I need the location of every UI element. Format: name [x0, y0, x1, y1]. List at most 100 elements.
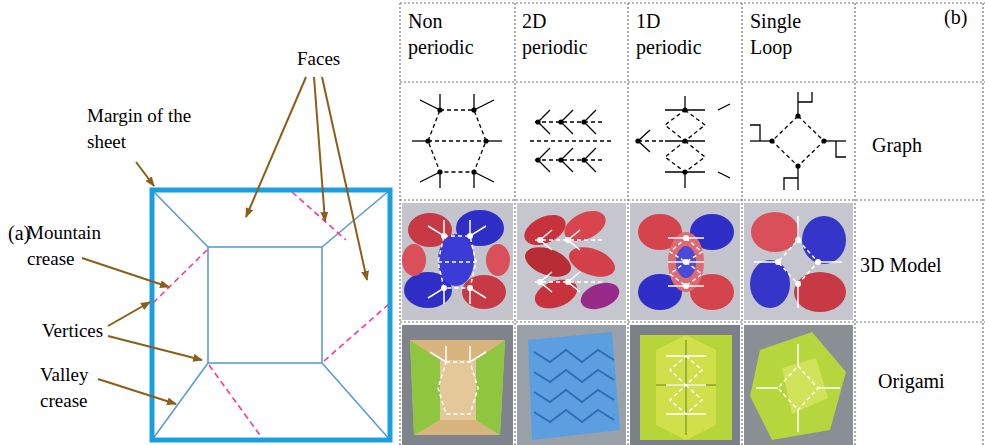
graph-drawings-part-part: [581, 119, 586, 124]
origami-photos-part: [630, 325, 740, 445]
panel-letter: (a): [8, 220, 30, 246]
origami-photos-part: [528, 332, 620, 440]
3d-model-renders-part-part: [467, 233, 473, 239]
table-grid-part: [400, 2, 985, 3]
table-grid-part: [400, 321, 985, 322]
origami-photos-part-part: [666, 384, 706, 386]
crease-sheet-part-part: [152, 190, 208, 247]
origami-photos-part-part: [818, 387, 840, 389]
3d-model-renders-part-part: [775, 259, 781, 265]
3d-model-renders-part-part: [754, 261, 778, 263]
graph-drawings-part: [425, 107, 488, 174]
3d-model-renders-part-part-part: [778, 240, 818, 284]
callout-label: Faces: [297, 46, 340, 72]
graph-drawings-part: [750, 125, 760, 141]
3d-model-renders-part: [630, 203, 740, 320]
origami-photos-part: [656, 340, 716, 435]
crease-sheet: [152, 190, 390, 440]
origami-photos-part-part: [656, 384, 716, 386]
graph-drawings-part-part: [428, 110, 486, 172]
graph-drawings-part: [824, 140, 846, 141]
row-header: Graph: [872, 132, 922, 158]
3d-model-renders-part-part: [565, 279, 571, 285]
3d-model-renders-part: [438, 234, 474, 286]
3d-model-renders-part-part-part: [438, 236, 476, 288]
graph-drawings-part-part: [682, 138, 687, 143]
graph-drawings-part-part: [535, 159, 605, 160]
3d-model-renders-part-part: [683, 283, 689, 289]
graph-drawings-part: [474, 94, 494, 110]
graph-drawings-part: [420, 94, 440, 110]
graph-drawings-part: [638, 140, 665, 141]
graph-drawings-part: [836, 141, 846, 157]
crease-sheet-part-part: [209, 365, 262, 438]
graph-drawings-part: [474, 172, 494, 188]
3d-model-renders-part-part-part: [670, 262, 702, 286]
3d-model-renders-part-part: [797, 216, 799, 240]
crease-sheet-part-part: [292, 192, 346, 240]
leader-arrows-part: [246, 77, 306, 217]
column-header: 1D periodic: [636, 8, 712, 60]
3d-model-renders-part: [565, 242, 619, 283]
graph-drawings-part-part: [530, 140, 612, 141]
origami-photos-part-part: [756, 387, 778, 389]
origami-photos-part: [410, 340, 440, 435]
graph-drawings-part-part: [535, 119, 540, 124]
leader-arrows-part: [136, 162, 154, 186]
graph-drawings-part-part: [821, 138, 826, 143]
origami-photos-part-part: [438, 356, 818, 414]
graph-drawings-part: [535, 119, 586, 162]
3d-model-renders-part-part: [797, 284, 799, 308]
leader-arrows-part: [98, 379, 176, 404]
graph-drawings-part-part: [471, 107, 476, 112]
panel-letter: (b): [944, 4, 967, 30]
3d-model-renders-part-part: [470, 220, 486, 236]
graph-drawings-part-part: [665, 110, 705, 141]
3d-model-renders-part: [517, 203, 626, 320]
3d-model-renders-part: [751, 212, 799, 252]
graph-drawings-part-part: [437, 107, 442, 112]
origami-photos-part-part-part: [778, 366, 818, 410]
graph-drawings-part-part: [425, 138, 430, 143]
origami-photos-part: [402, 325, 513, 445]
origami-photos: [402, 325, 853, 445]
graph-drawings-part: [665, 110, 705, 172]
3d-model-renders-part: [577, 278, 623, 314]
graph-drawings-part: [428, 110, 486, 172]
origami-photos-part: [430, 344, 840, 432]
graph-drawings-part: [797, 92, 798, 116]
3d-model-renders-part-part: [428, 220, 444, 236]
callout-label: Vertices: [42, 318, 103, 344]
graph-drawings-part: [769, 113, 826, 168]
crease-sheet-part-part: [322, 363, 390, 440]
origami-photos-part: [656, 335, 716, 440]
origami-photos-part-part: [534, 350, 614, 362]
graph-drawings-part-part: [437, 169, 442, 174]
3d-model-renders-part-part: [441, 233, 447, 239]
callout-label: Mountain crease: [27, 220, 117, 272]
3d-model-renders-part: [802, 216, 846, 264]
origami-photos-part: [410, 340, 505, 435]
origami-photos-part: [640, 335, 732, 440]
origami-photos-part-part: [430, 346, 446, 362]
graph-drawings-part: [635, 107, 687, 174]
3d-model-renders-part-part: [818, 261, 842, 263]
3d-model-renders-part: [744, 203, 853, 320]
origami-photos-part-part: [797, 410, 799, 432]
3d-model-renders-part: [531, 274, 581, 313]
3d-model-renders-part: [462, 275, 506, 309]
3d-model-renders-part-part: [470, 288, 486, 304]
3d-model-renders-part-part: [441, 285, 447, 291]
callout-label: Valley crease: [40, 362, 112, 414]
table-grid-part: [399, 3, 400, 445]
leader-arrows-part: [322, 77, 367, 280]
3d-model-renders-part: [428, 216, 842, 308]
origami-photos-part: [476, 340, 505, 435]
3d-model-renders-part-part-part: [670, 238, 702, 262]
row-header: 3D Model: [860, 252, 942, 278]
3d-model-renders-part: [794, 272, 846, 312]
origami-photos-part-part: [666, 355, 706, 357]
3d-model-renders: [402, 203, 853, 320]
